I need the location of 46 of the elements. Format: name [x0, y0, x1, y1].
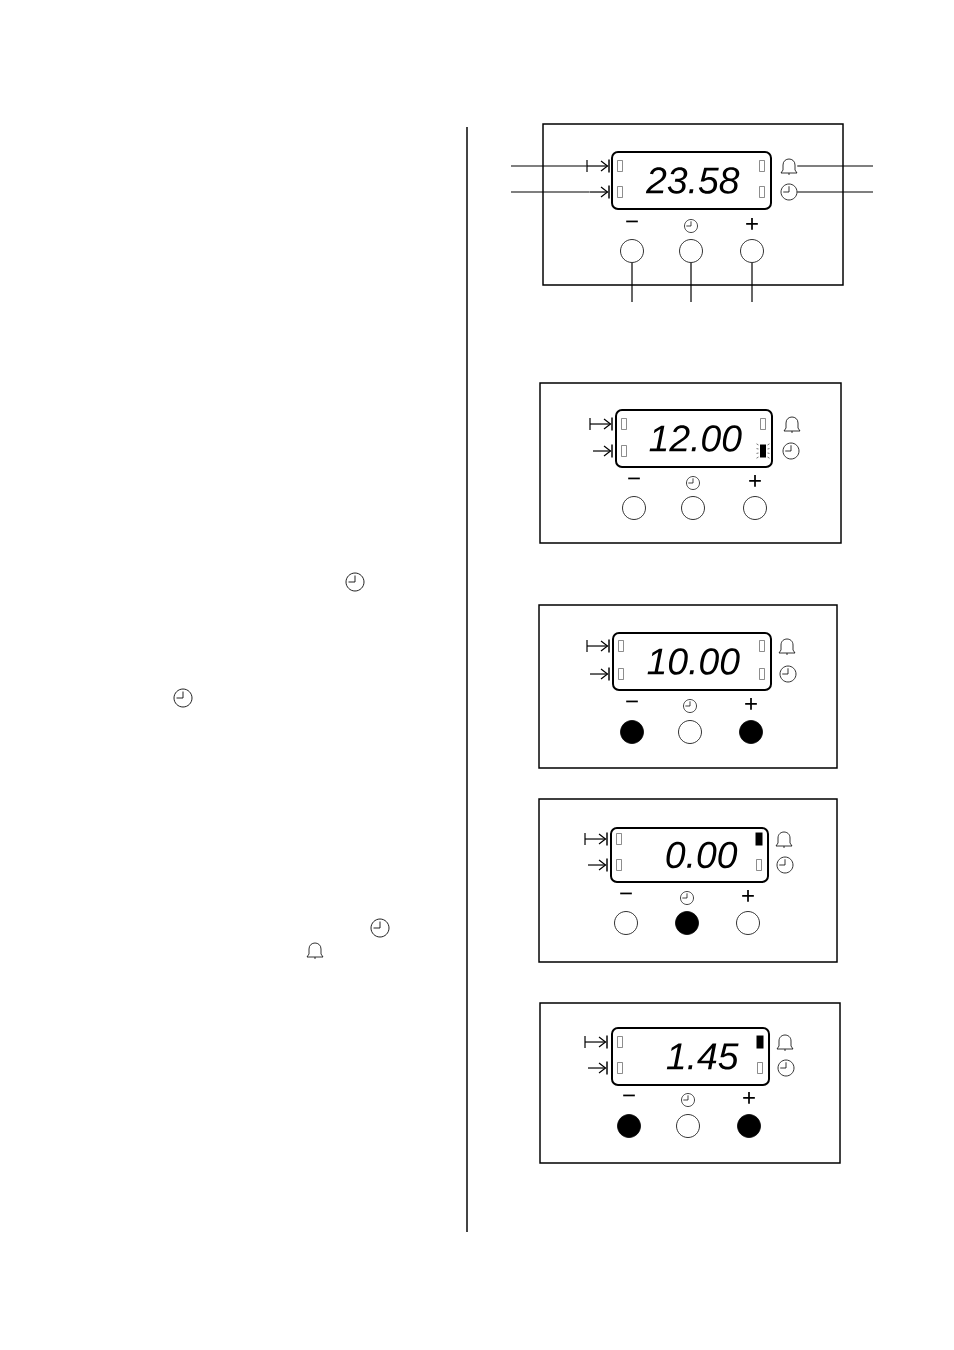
- button-label: −: [628, 477, 640, 480]
- round-button: [736, 911, 760, 935]
- button-label: −: [626, 220, 638, 223]
- round-button: [617, 1114, 641, 1138]
- button-label: +: [743, 1092, 755, 1104]
- leader-line: [510, 191, 591, 193]
- control-panel: [539, 1002, 841, 1164]
- round-button: [676, 1114, 700, 1138]
- arrow-icon: [589, 184, 610, 200]
- leader-line: [690, 262, 692, 303]
- control-panel: [538, 798, 838, 963]
- button-label: +: [749, 475, 761, 487]
- button-label: −: [620, 892, 632, 895]
- lcd-display: 1.45: [611, 1027, 770, 1086]
- leader-line: [796, 165, 874, 167]
- round-button: [675, 911, 699, 935]
- control-panel: [542, 123, 844, 286]
- bar-arrow-icon: [586, 158, 610, 174]
- lcd-display: 0.00: [610, 827, 769, 883]
- round-button: [740, 239, 764, 263]
- lcd-display: 12.00: [615, 409, 773, 468]
- round-button: [737, 1114, 761, 1138]
- button-label: −: [626, 700, 638, 703]
- lcd-display: 10.00: [612, 632, 772, 691]
- control-panel: [539, 382, 842, 544]
- round-button: [681, 496, 705, 520]
- button-label: +: [745, 698, 757, 710]
- round-button: [739, 720, 763, 744]
- leader-line: [751, 262, 753, 303]
- leader-line: [631, 262, 633, 303]
- leader-line: [510, 165, 588, 167]
- lcd-display: 23.58: [611, 151, 772, 210]
- button-label: −: [623, 1094, 635, 1097]
- button-label: +: [746, 218, 758, 230]
- round-button: [679, 239, 703, 263]
- bell-icon: [780, 158, 798, 176]
- round-button: [622, 496, 646, 520]
- control-panel: [538, 604, 838, 769]
- button-label: +: [742, 890, 754, 902]
- clock-icon: [780, 183, 798, 201]
- round-button: [743, 496, 767, 520]
- round-button: [614, 911, 638, 935]
- round-button: [678, 720, 702, 744]
- round-button: [620, 720, 644, 744]
- leader-line: [796, 191, 874, 193]
- round-button: [620, 239, 644, 263]
